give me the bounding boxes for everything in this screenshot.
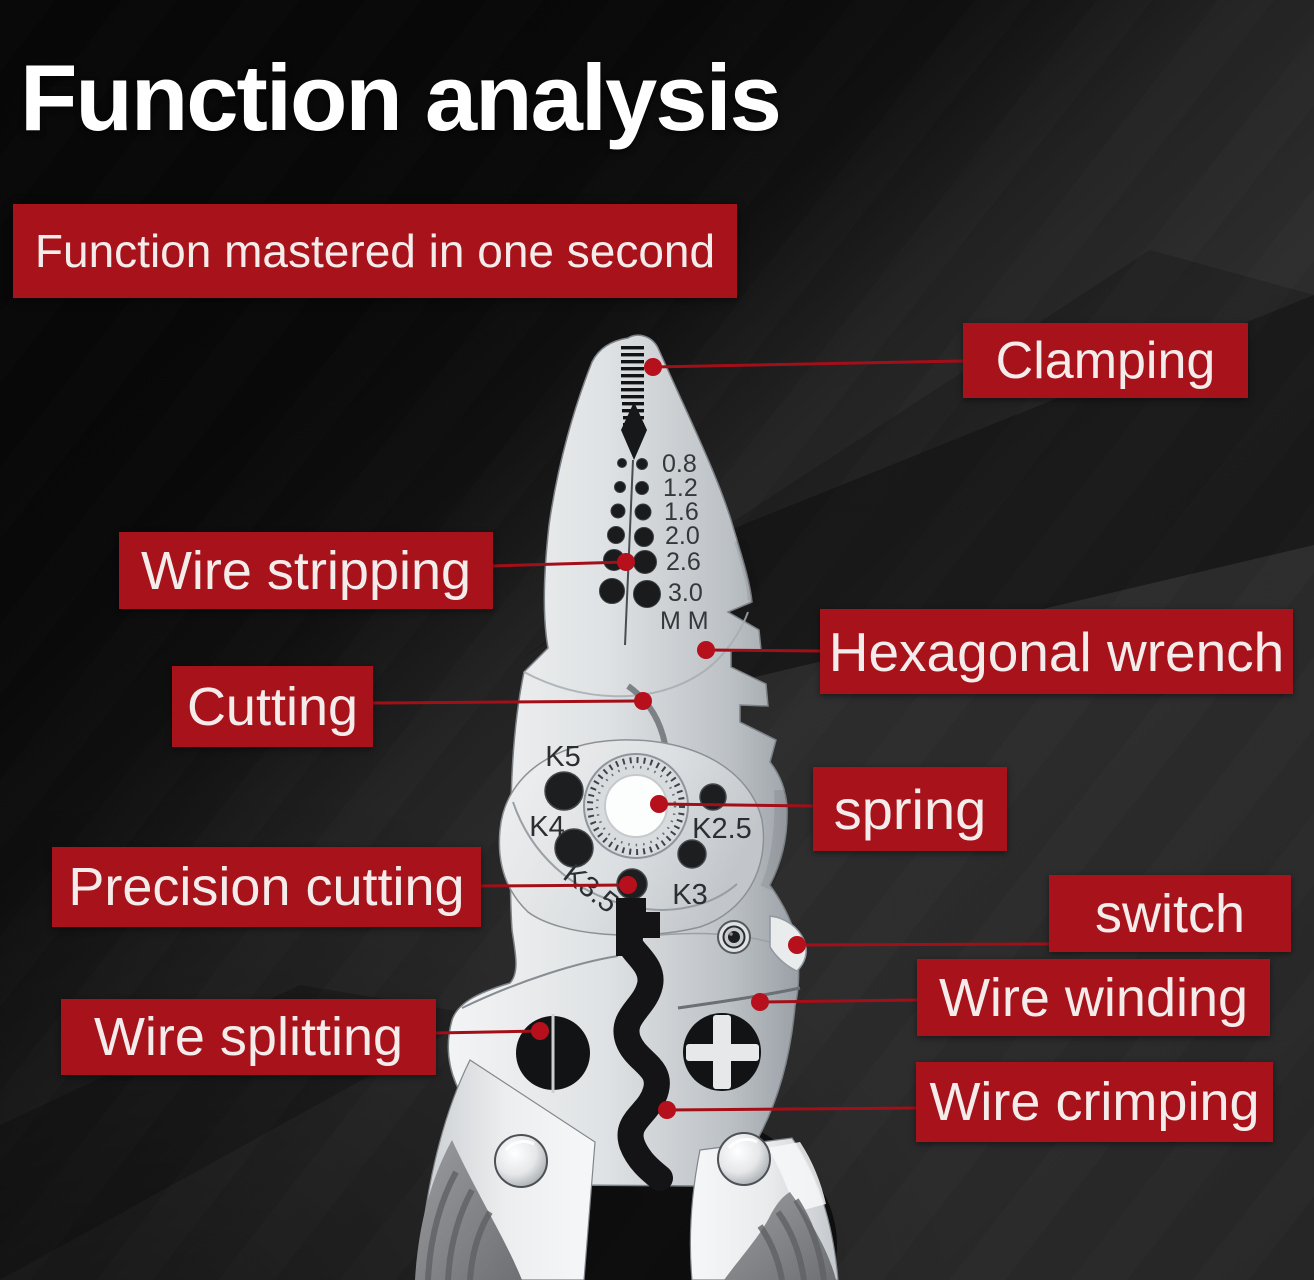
strip-size-3: 2.0: [665, 522, 700, 550]
dot-precision: [619, 876, 637, 894]
label-wire-splitting: Wire splitting: [61, 999, 436, 1075]
grip-left-ridges: [425, 1170, 493, 1280]
grip-left: [415, 1140, 522, 1280]
leader-dots: [531, 358, 806, 1119]
dot-winding: [751, 993, 769, 1011]
label-wire-stripping: Wire stripping: [119, 532, 493, 609]
label-precision-cutting: Precision cutting: [52, 847, 481, 927]
body-edge-shading: [734, 538, 787, 891]
dot-spring: [650, 795, 668, 813]
winding-seam-right: [677, 986, 801, 1010]
dot-stripping: [617, 553, 635, 571]
nose-diamond-hole: [621, 402, 647, 460]
leader-crimping: [666, 1106, 917, 1112]
label-clamping: Clamping: [963, 323, 1248, 398]
pivot-screw: [717, 920, 751, 954]
dot-crimping: [658, 1101, 676, 1119]
dot-cutting: [634, 692, 652, 710]
leader-clamping: [652, 359, 964, 369]
rivet-right: [717, 1132, 771, 1186]
wire-crimp-channel: [613, 925, 673, 1191]
dot-clamping: [644, 358, 662, 376]
strip-size-0: 0.8: [662, 450, 697, 478]
k3-hole: [677, 839, 707, 869]
k3-label: K3: [672, 879, 707, 911]
leader-precision: [480, 883, 629, 888]
leader-winding: [759, 998, 918, 1004]
handle-right-sheen: [768, 1142, 826, 1212]
label-switch: switch: [1049, 875, 1291, 952]
subtitle-banner: Function mastered in one second: [13, 204, 737, 298]
k4-hole: [554, 828, 594, 868]
leader-stripping: [492, 560, 627, 568]
unit-marking: M M: [660, 607, 709, 635]
strip-size-1: 1.2: [663, 474, 698, 502]
k5-label: K5: [545, 741, 580, 773]
label-hexagonal-wrench: Hexagonal wrench: [820, 609, 1293, 694]
grip-right: [724, 1192, 836, 1280]
label-cutting: Cutting: [172, 666, 373, 747]
leader-spring: [658, 802, 814, 808]
switch-tab: [769, 915, 807, 972]
strip-size-4: 2.6: [666, 548, 701, 576]
leader-cutting: [372, 699, 644, 705]
leader-lines: [372, 359, 1050, 1112]
spring-dial: [583, 753, 689, 859]
strip-size-5: 3.0: [668, 579, 703, 607]
leader-hexagonal: [705, 648, 821, 653]
strip-size-2: 1.6: [664, 498, 699, 526]
dot-hexagonal: [697, 641, 715, 659]
lower-plate-seam-left: [461, 955, 619, 1009]
cross-hole: [683, 1013, 761, 1091]
dot-splitting: [531, 1022, 549, 1040]
label-spring: spring: [813, 767, 1007, 851]
leader-switch: [796, 942, 1050, 947]
cutting-blade-seam: [626, 683, 668, 745]
strip-size-markings: 0.8 1.2 1.6 2.0 2.6 3.0 M M: [660, 450, 709, 635]
leader-splitting: [435, 1029, 541, 1035]
k5-hole: [544, 771, 584, 811]
label-wire-crimping: Wire crimping: [916, 1062, 1273, 1142]
dot-switch: [788, 936, 806, 954]
page-title: Function analysis: [20, 45, 782, 150]
k2-5-label: K2.5: [692, 813, 752, 845]
jaw-plate-seam: [523, 611, 749, 698]
label-wire-winding: Wire winding: [917, 959, 1270, 1036]
jaw-seam: [624, 459, 634, 646]
k4-label: K4: [529, 811, 564, 843]
rivet-left: [494, 1134, 548, 1188]
grip-right-ridges: [757, 1198, 827, 1280]
